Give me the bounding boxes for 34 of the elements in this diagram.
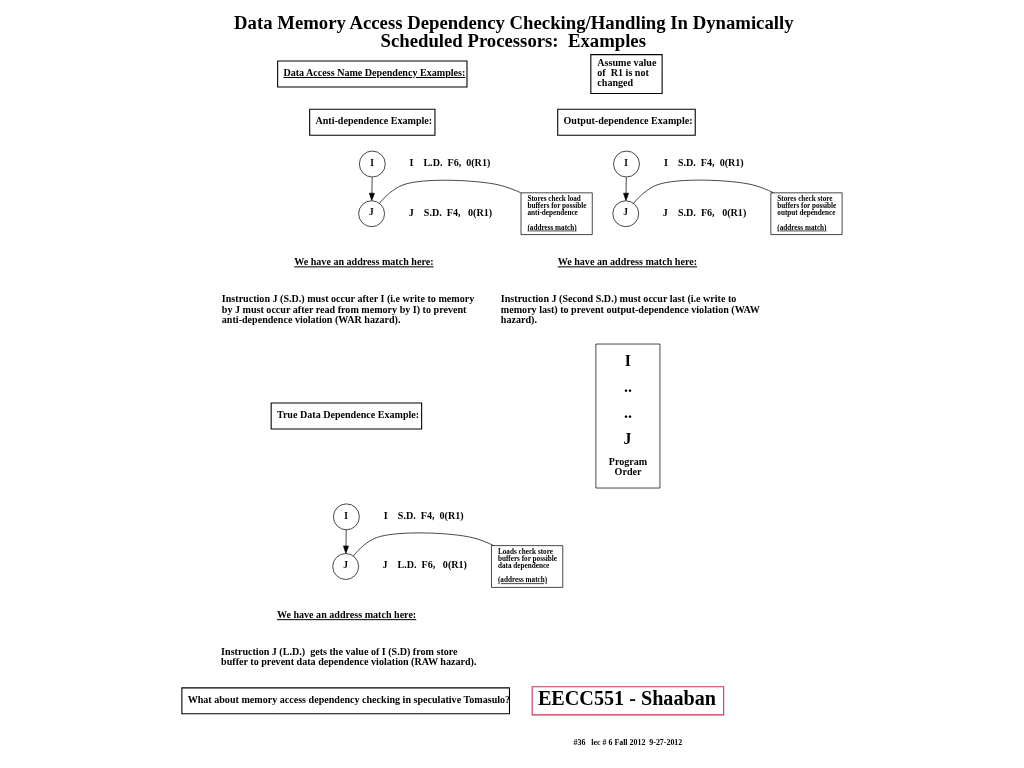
arrow xyxy=(343,529,349,554)
node-box: I .. .. J Program Order xyxy=(595,343,661,489)
connector xyxy=(353,532,494,557)
node-label: J L.D. F6, 0(R1) xyxy=(382,559,467,571)
label: Instruction J (S.D.) must occur after I (i.e write to memory by J must occur after read from memory by I) to prevent anti-dependence violation (WAR hazard). xyxy=(221,293,475,325)
node-label: I S.D. F4, 0(R1) xyxy=(383,509,464,521)
node-box: EECC551 - Shaaban xyxy=(531,686,725,716)
node-circle: J xyxy=(612,200,640,228)
connector xyxy=(633,179,774,204)
node-circle: J xyxy=(332,553,359,580)
node-circle: I xyxy=(613,150,640,178)
node-label: J S.D. F6, 0(R1) xyxy=(662,206,747,218)
label: We have an address match here: xyxy=(294,256,434,268)
arrow xyxy=(369,176,375,201)
node-box: Anti-dependence Example: xyxy=(309,108,436,136)
node-label: I S.D. F4, 0(R1) xyxy=(663,156,744,168)
label: Instruction J (Second S.D.) must occur last (i.e write to memory last) to prevent output-dependence violation (WAW hazard). xyxy=(500,293,760,325)
label: We have an address match here: xyxy=(276,609,417,621)
node-label: J S.D. F4, 0(R1) xyxy=(408,206,493,218)
connector xyxy=(379,179,522,204)
label: We have an address match here: xyxy=(557,256,698,268)
node-box: Output-dependence Example: xyxy=(557,108,696,136)
label: Instruction J (L.D.) gets the value of I (S.D) from store buffer to prevent data dependence violation (RAW hazard). xyxy=(221,646,477,668)
node-box: What about memory access dependency checking in speculative Tomasulo? xyxy=(181,687,511,715)
node-box: True Data Dependence Example: xyxy=(270,402,423,430)
node-circle: I xyxy=(333,503,360,531)
node-circle: I xyxy=(359,150,386,178)
diagram-title: Data Memory Access Dependency Checking/Handling In Dynamically Scheduled Processors: Examples xyxy=(234,11,794,52)
label: #36 lec # 6 Fall 2012 9-27-2012 xyxy=(573,737,683,747)
node-box: Assume value of R1 is not changed xyxy=(590,54,663,95)
node-box: Data Access Name Dependency Examples: xyxy=(277,60,468,88)
arrow xyxy=(623,176,629,201)
node-label: I L.D. F6, 0(R1) xyxy=(409,156,491,168)
node-circle: J xyxy=(358,200,385,228)
